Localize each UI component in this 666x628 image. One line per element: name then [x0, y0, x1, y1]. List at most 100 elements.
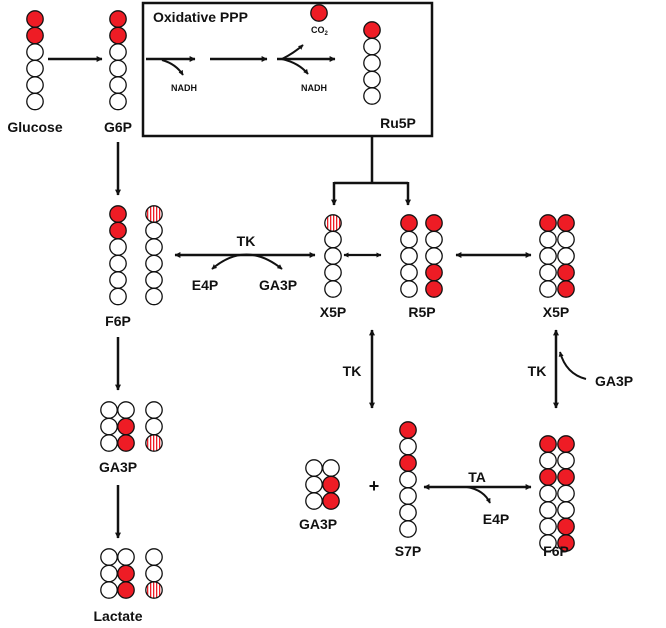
carbon-atom-red — [400, 214, 418, 232]
carbon-atom-white — [400, 230, 418, 249]
carbon-atom-white — [109, 287, 127, 306]
carbon-atom-white — [145, 254, 163, 273]
carbon-atom-red — [117, 564, 135, 583]
carbon-atom-white — [324, 230, 342, 249]
carbon-atom-red — [557, 214, 575, 232]
carbon-atom-red — [322, 475, 340, 494]
co2-label: CO2 — [311, 25, 329, 37]
carbon-atom-white — [557, 230, 575, 249]
nadh-label-2: NADH — [301, 83, 327, 93]
carbon-atom-white — [100, 548, 118, 566]
tk-right-ga3p-curve — [558, 351, 587, 380]
carbon-atom-white — [26, 92, 44, 111]
molecule-lactate-c — [145, 548, 163, 599]
carbon-atom-white — [324, 247, 342, 265]
carbon-atom-white — [539, 484, 557, 503]
carbon-atom-white — [399, 520, 417, 538]
carbon-atom-red — [557, 534, 575, 552]
s7p-label: S7P — [395, 543, 421, 559]
f6p-right-label: F6P — [543, 543, 569, 559]
carbon-atom-red — [557, 435, 575, 453]
molecule-x5p-right-b — [557, 214, 575, 298]
carbon-atom-red — [557, 468, 575, 486]
carbon-atom-red — [26, 26, 44, 45]
carbon-atom-white — [399, 503, 417, 522]
carbon-atom-white — [109, 43, 127, 61]
carbon-atom-white — [539, 280, 557, 298]
carbon-atom-white — [400, 280, 418, 298]
g6p-label: G6P — [104, 119, 132, 135]
molecule-ga3p-left-c — [145, 401, 163, 452]
carbon-atom-red — [109, 205, 127, 223]
carbon-atom-white — [557, 484, 575, 503]
molecule-ga3p-left-a — [100, 401, 118, 452]
carbon-atom-white — [117, 548, 135, 566]
oxidative-ppp-box — [141, 1, 434, 138]
molecule-g6p — [109, 10, 127, 111]
carbon-atom-red — [322, 492, 340, 510]
carbon-atom-white — [539, 451, 557, 470]
molecule-f6p-a — [109, 205, 127, 306]
carbon-atom-white — [145, 564, 163, 583]
carbon-atom-red — [557, 263, 575, 282]
carbon-atom-white — [109, 76, 127, 94]
carbon-atom-red — [109, 221, 127, 240]
ru5p-label: Ru5P — [380, 115, 416, 131]
carbon-atom-white — [324, 280, 342, 298]
carbon-atom-white — [324, 263, 342, 282]
carbon-atom-white — [109, 92, 127, 111]
carbon-atom-white — [100, 581, 118, 599]
carbon-atom-red — [399, 454, 417, 472]
r5p-label: R5P — [408, 304, 435, 320]
molecule-x5p-right-a — [539, 214, 557, 298]
molecule-f6p-right-b — [557, 435, 575, 552]
e4p-top-label: E4P — [192, 277, 218, 293]
carbon-atom-white — [305, 492, 323, 510]
x5p-mid-label: X5P — [320, 304, 346, 320]
carbon-atom-white — [117, 401, 135, 419]
molecule-co2 — [310, 4, 328, 22]
carbon-atom-red — [109, 10, 127, 28]
carbon-atom-white — [363, 54, 381, 72]
carbon-atom-red — [539, 468, 557, 486]
carbon-atom-white — [145, 417, 163, 436]
carbon-atom-white — [109, 238, 127, 256]
molecule-r5p-b — [425, 214, 443, 298]
tk-left-label: TK — [343, 363, 362, 379]
carbon-atom-red — [399, 421, 417, 439]
carbon-atom-white — [363, 87, 381, 105]
carbon-atom-white — [145, 401, 163, 419]
nadh-branch-2 — [281, 58, 309, 75]
carbon-atom-white — [539, 501, 557, 519]
tk-top-label: TK — [237, 233, 256, 249]
carbon-atom-white — [26, 76, 44, 94]
molecule-lactate-a — [100, 548, 118, 599]
carbon-atom-white — [145, 221, 163, 240]
carbon-atom-red — [557, 517, 575, 536]
carbon-atom-white — [305, 459, 323, 477]
carbon-atom-white — [145, 287, 163, 306]
carbon-atom-white — [539, 263, 557, 282]
molecule-ga3p-bottom-a — [305, 459, 323, 510]
e4p-bottom-label: E4P — [483, 511, 509, 527]
carbon-atom-white — [363, 70, 381, 89]
x5p-right-label: X5P — [543, 304, 569, 320]
carbon-atom-stripe — [145, 581, 163, 599]
carbon-atom-white — [557, 247, 575, 265]
carbon-atom-white — [145, 238, 163, 256]
tk-top-curve — [211, 253, 283, 270]
co2-branch — [281, 44, 304, 60]
carbon-atom-white — [400, 263, 418, 282]
carbon-atom-white — [109, 254, 127, 273]
carbon-atom-white — [539, 230, 557, 249]
ga3p-left-label: GA3P — [99, 459, 137, 475]
carbon-atom-red — [363, 21, 381, 39]
carbon-atom-white — [539, 517, 557, 536]
ga3p-tk-top-label: GA3P — [259, 277, 297, 293]
carbon-atom-white — [539, 534, 557, 552]
carbon-atom-white — [539, 247, 557, 265]
ga3p-bottom-label: GA3P — [299, 516, 337, 532]
ru5p-split-connector — [334, 136, 408, 185]
molecule-ga3p-bottom-b — [322, 459, 340, 510]
carbon-atom-red — [117, 417, 135, 436]
